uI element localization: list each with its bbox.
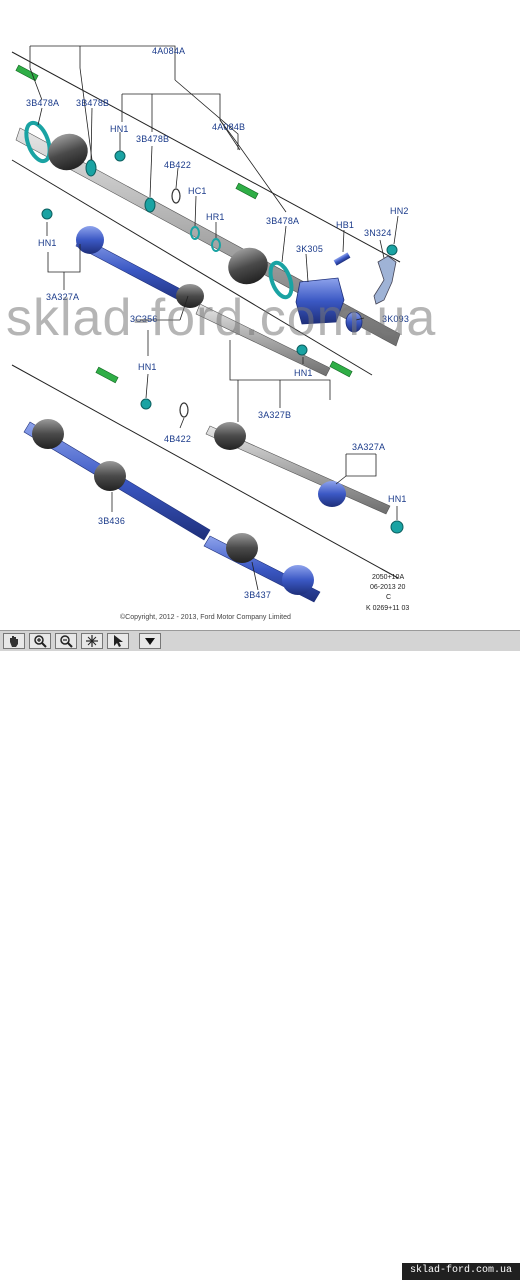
label-3B478A-mid[interactable]: 3B478A — [266, 216, 300, 226]
bearing-housing-3K305 — [295, 277, 345, 325]
label-3B437[interactable]: 3B437 — [244, 590, 272, 600]
middle-shaft-right — [195, 303, 331, 377]
label-3B478B-mid[interactable]: 3B478B — [136, 134, 170, 144]
seal-ring-3B478A-top — [24, 120, 52, 164]
label-3B478B-top[interactable]: 3B478B — [76, 98, 110, 108]
viewer-toolbar: sklad-ford.com.ua — [0, 630, 520, 1280]
ref-line-2: 06-2013 20 — [370, 584, 406, 591]
dropdown-button[interactable] — [139, 633, 161, 649]
nut-HN1-b — [41, 208, 53, 220]
label-4B422-bot[interactable]: 4B422 — [164, 434, 192, 444]
boot-mid — [176, 284, 204, 308]
zoom-out-button[interactable] — [55, 633, 77, 649]
parts-diagram: 4A084A 3B478A 3B478B HN1 3B478B 4A084B 4… — [0, 0, 520, 628]
label-3K093[interactable]: 3K093 — [382, 314, 410, 324]
label-HN1-a[interactable]: HN1 — [110, 124, 129, 134]
upper-shaft-assembly — [15, 64, 401, 384]
site-badge: sklad-ford.com.ua — [401, 1263, 520, 1280]
label-4B422-top[interactable]: 4B422 — [164, 160, 192, 170]
joint-left-mid — [76, 226, 104, 254]
label-3B436[interactable]: 3B436 — [98, 516, 126, 526]
nut-HN1-d — [140, 398, 152, 410]
hand-tool-button[interactable] — [3, 633, 25, 649]
watermark-text: sklad-ford.com.ua — [6, 289, 437, 347]
bracket-3N324 — [373, 255, 397, 305]
nut-HN1-c — [296, 344, 308, 356]
label-HN1-e[interactable]: HN1 — [388, 494, 407, 504]
clamp-3B478B-mid — [144, 197, 156, 213]
bearing-3K093 — [345, 311, 363, 333]
joint-3B436-outer — [32, 419, 64, 449]
label-HN1-d[interactable]: HN1 — [294, 368, 313, 378]
label-3K305[interactable]: 3K305 — [296, 244, 324, 254]
label-3C356[interactable]: 3C356 — [130, 314, 158, 324]
nut-HN1-a — [114, 150, 126, 162]
joint-3B437-b — [282, 565, 314, 595]
label-HC1[interactable]: HC1 — [188, 186, 207, 196]
fit-view-button[interactable] — [81, 633, 103, 649]
label-4A084A[interactable]: 4A084A — [152, 46, 186, 56]
copyright-text: ©Copyright, 2012 - 2013, Ford Motor Comp… — [120, 614, 291, 621]
label-3A327A-top[interactable]: 3A327A — [46, 292, 80, 302]
label-3N324[interactable]: 3N324 — [364, 228, 392, 238]
ring-HR1 — [211, 238, 221, 252]
label-HN2[interactable]: HN2 — [390, 206, 409, 216]
label-3B478A-top[interactable]: 3B478A — [26, 98, 60, 108]
inner-boot-top — [228, 247, 268, 285]
fit-icon — [86, 635, 98, 647]
label-HN1-b[interactable]: HN1 — [38, 238, 57, 248]
joint-3B436-inner — [94, 461, 126, 491]
ref-line-3: C — [386, 594, 392, 601]
circlip-4B422-bot — [179, 402, 189, 418]
seal-ring-3B478A-mid — [268, 260, 294, 300]
nut-HN1-e — [390, 520, 404, 534]
outer-boot-top — [48, 133, 88, 171]
clamp-3B478B-top — [85, 159, 97, 177]
joint-3A327A-bot — [318, 481, 346, 507]
ref-line-1: 2050+10A — [372, 574, 405, 581]
zoom-in-button[interactable] — [29, 633, 51, 649]
ref-line-4: K 0269+11 03 — [366, 605, 410, 612]
nut-HN2 — [386, 244, 398, 256]
cursor-icon — [114, 635, 123, 647]
select-tool-button[interactable] — [107, 633, 129, 649]
zoom-in-icon — [34, 635, 47, 648]
label-HB1[interactable]: HB1 — [336, 220, 355, 230]
label-HR1[interactable]: HR1 — [206, 212, 225, 222]
leader-lines — [29, 45, 399, 591]
circlip-4B422-top — [171, 188, 181, 204]
label-3A327A-bot[interactable]: 3A327A — [352, 442, 386, 452]
diagram-drawing — [11, 45, 404, 603]
label-4A084B[interactable]: 4A084B — [212, 122, 246, 132]
section-lines — [11, 51, 401, 579]
label-3A327B[interactable]: 3A327B — [258, 410, 292, 420]
joint-3B437-a — [226, 533, 258, 563]
dropdown-icon — [145, 638, 155, 645]
joint-3A327B — [214, 422, 246, 450]
label-HN1-c[interactable]: HN1 — [138, 362, 157, 372]
hand-icon — [10, 636, 18, 647]
zoom-out-icon — [60, 635, 73, 648]
bolt-HB1 — [333, 252, 351, 266]
ring-HC1 — [190, 226, 200, 240]
grease-packs — [15, 64, 353, 384]
lower-shaft-assembly — [23, 419, 321, 603]
middle-shaft-assembly — [41, 208, 404, 534]
